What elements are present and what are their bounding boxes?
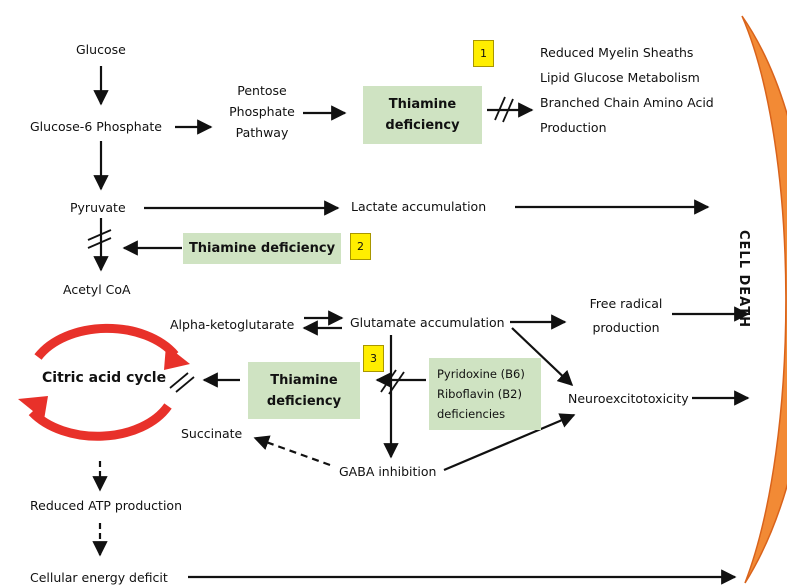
node-citric-acid-cycle: Citric acid cycle [42, 370, 167, 386]
ppp-line-1: Pentose [237, 83, 287, 98]
free-radical-line-2: production [592, 320, 660, 335]
marker-2: 2 [350, 233, 371, 260]
node-alpha-ketoglutarate: Alpha-ketoglutarate [170, 317, 295, 332]
outcome-branched-chain: Branched Chain Amino Acid [540, 95, 714, 110]
node-succinate: Succinate [181, 426, 243, 441]
marker-3: 3 [363, 345, 384, 372]
outcomes-list-1: Reduced Myelin Sheaths Lipid Glucose Met… [540, 40, 714, 140]
thiamine-deficiency-box-1: Thiamine deficiency [363, 86, 482, 144]
thiamine1-line-2: deficiency [385, 118, 460, 133]
outcome-lipid-glucose: Lipid Glucose Metabolism [540, 70, 700, 85]
outcome-reduced-myelin: Reduced Myelin Sheaths [540, 45, 694, 60]
outcome-production: Production [540, 120, 607, 135]
deficiencies-line: deficiencies [437, 407, 506, 421]
ppp-line-2: Phosphate [229, 104, 295, 119]
marker-1: 1 [473, 40, 494, 67]
node-lactate-accumulation: Lactate accumulation [351, 199, 487, 214]
pyridoxine-line: Pyridoxine (B6) [437, 367, 525, 381]
node-reduced-atp-production: Reduced ATP production [30, 498, 182, 513]
node-glucose: Glucose [76, 42, 126, 57]
node-pentose-phosphate-pathway: Pentose Phosphate Pathway [222, 80, 302, 143]
citric-cycle-ring [18, 323, 190, 441]
cell-death-crescent [741, 15, 787, 584]
riboflavin-line: Riboflavin (B2) [437, 387, 522, 401]
cell-death-label: CELL DEATH [736, 230, 751, 328]
node-neuroexcitotoxicity: Neuroexcitotoxicity [568, 391, 689, 406]
free-radical-line-1: Free radical [589, 296, 663, 311]
node-glutamate-accumulation: Glutamate accumulation [350, 315, 505, 330]
node-pyruvate: Pyruvate [70, 200, 126, 215]
pyridoxine-riboflavin-box: Pyridoxine (B6) Riboflavin (B2) deficien… [429, 358, 541, 430]
node-gaba-inhibition: GABA inhibition [339, 464, 437, 479]
node-free-radical-production: Free radical production [576, 292, 676, 340]
ppp-line-3: Pathway [235, 125, 289, 140]
node-glucose-6-phosphate: Glucose-6 Phosphate [30, 119, 162, 134]
thiamine3-line-2: deficiency [266, 393, 342, 409]
thiamine-deficiency-box-2: Thiamine deficiency [183, 233, 341, 264]
node-acetyl-coa: Acetyl CoA [63, 282, 131, 297]
thiamine-deficiency-box-3: Thiamine deficiency [248, 362, 360, 419]
thiamine3-line-1: Thiamine [270, 372, 338, 388]
node-cellular-energy-deficit: Cellular energy deficit [30, 570, 168, 585]
thiamine1-line-1: Thiamine [388, 97, 457, 112]
